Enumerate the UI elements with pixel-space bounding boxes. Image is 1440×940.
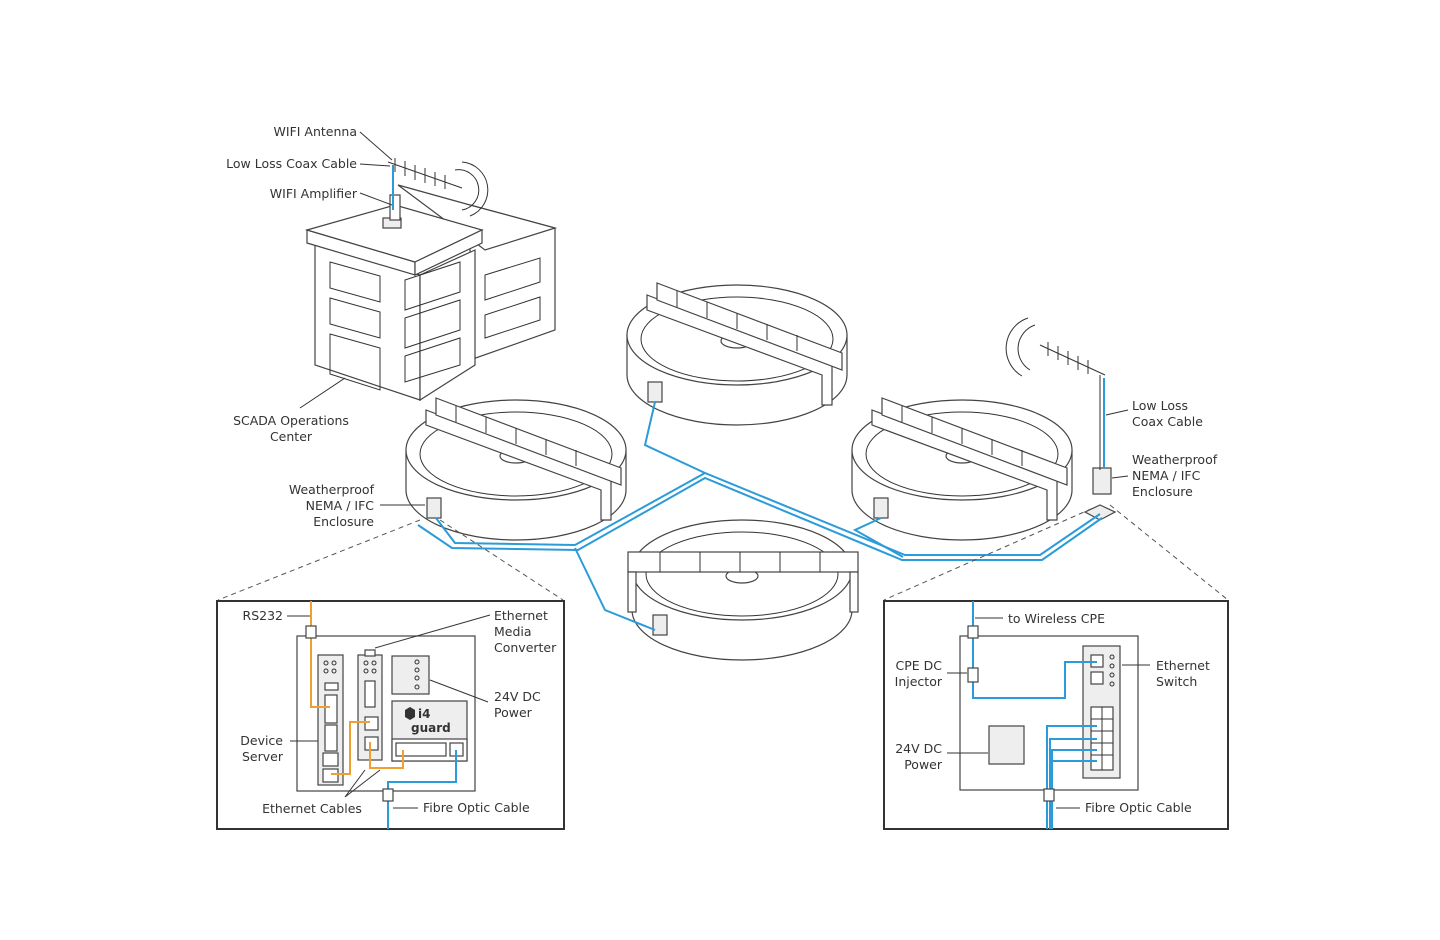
fibre-optic-network — [417, 401, 1103, 631]
label-scada-2: Center — [270, 429, 313, 444]
label-coax-right: Low Loss — [1132, 398, 1188, 413]
label-power-left: 24V DC — [494, 689, 541, 704]
wifi-antenna-icon — [387, 158, 463, 210]
enclosure-tank-4 — [652, 614, 668, 636]
label-ethernet-cables: Ethernet Cables — [262, 801, 362, 816]
clarifier-tank-1 — [405, 397, 627, 541]
label-device-server-2: Server — [242, 749, 284, 764]
i4guard-logo: i4 — [418, 707, 430, 721]
label-power-right: 24V DC — [895, 741, 942, 756]
label-injector-2: Injector — [895, 674, 943, 689]
label-media-converter-2: Media — [494, 624, 532, 639]
label-enclosure-right-2: NEMA / IFC — [1132, 468, 1201, 483]
label-switch: Ethernet — [1156, 658, 1210, 673]
enclosure-tank-2 — [647, 381, 663, 403]
power-supply-left — [391, 655, 430, 695]
left-enclosure-detail: i4 guard RS232 Ethernet Media Converter … — [216, 600, 565, 830]
label-wifi-antenna: WIFI Antenna — [274, 124, 357, 139]
label-coax-right-2: Coax Cable — [1132, 414, 1203, 429]
label-media-converter: Ethernet — [494, 608, 548, 623]
clarifier-tank-2 — [626, 282, 848, 426]
label-enclosure-left-2: NEMA / IFC — [306, 498, 375, 513]
site-labels: WIFI Antenna Low Loss Coax Cable WIFI Am… — [226, 124, 1218, 529]
label-enclosure-left-3: Enclosure — [313, 514, 374, 529]
i4guard-logo-2: guard — [411, 721, 451, 735]
clarifier-tank-3 — [851, 397, 1073, 541]
label-enclosure-right-3: Enclosure — [1132, 484, 1193, 499]
label-scada: SCADA Operations — [233, 413, 349, 428]
label-injector: CPE DC — [896, 658, 943, 673]
clarifier-tank-4 — [627, 519, 859, 661]
enclosure-tank-3 — [873, 497, 889, 519]
label-switch-2: Switch — [1156, 674, 1197, 689]
label-device-server: Device — [240, 733, 283, 748]
enclosure-tank-1 — [426, 497, 442, 519]
label-fibre-right: Fibre Optic Cable — [1085, 800, 1192, 815]
label-enclosure-left: Weatherproof — [289, 482, 375, 497]
label-coax-left: Low Loss Coax Cable — [226, 156, 357, 171]
label-media-converter-3: Converter — [494, 640, 557, 655]
right-enclosure-detail: to Wireless CPE CPE DC Injector Ethernet… — [883, 600, 1229, 830]
label-power-right-2: Power — [904, 757, 943, 772]
scada-building — [304, 161, 558, 402]
label-enclosure-right: Weatherproof — [1132, 452, 1218, 467]
label-rs232: RS232 — [243, 608, 283, 623]
label-wifi-amplifier: WIFI Amplifier — [270, 186, 358, 201]
label-fibre-left: Fibre Optic Cable — [423, 800, 530, 815]
callout-lines — [299, 131, 1129, 506]
zoom-callout-lines — [217, 504, 1229, 601]
label-wireless-cpe: to Wireless CPE — [1008, 611, 1105, 626]
power-supply-right — [988, 725, 1025, 765]
label-power-left-2: Power — [494, 705, 533, 720]
